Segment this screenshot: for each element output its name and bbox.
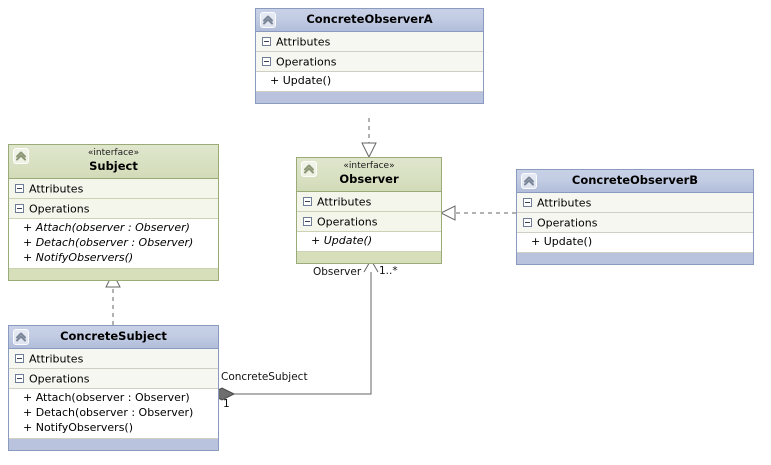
collapse-minus-icon[interactable]: [15, 203, 24, 213]
attributes-label: Attributes: [537, 196, 592, 210]
class-header-concreteobserverb: ConcreteObserverB: [517, 170, 753, 193]
relationship-realization-concreteobservera[interactable]: [361, 118, 377, 159]
class-footer-subject: [9, 269, 218, 280]
operation-item: + Attach(observer : Observer): [23, 391, 190, 404]
operation-item: + NotifyObservers(): [23, 251, 134, 264]
chevron-double-up-icon[interactable]: [521, 173, 537, 189]
class-box-subject[interactable]: «interface» Subject Attributes Operation…: [8, 144, 219, 281]
class-box-concretesubject[interactable]: ConcreteSubject Attributes Operations + …: [8, 325, 219, 451]
operation-item: + Detach(observer : Observer): [23, 236, 194, 249]
operation-item: + Detach(observer : Observer): [23, 406, 194, 419]
operations-compartment-concreteobservera[interactable]: Operations: [256, 52, 483, 72]
collapse-minus-icon[interactable]: [303, 216, 312, 226]
association-multiplicity-label-concretesubject: 1: [223, 398, 230, 410]
association-multiplicity-label-observer: 1..*: [379, 265, 398, 277]
class-footer-concreteobserverb: [517, 253, 753, 264]
operations-compartment-concretesubject[interactable]: Operations: [9, 369, 218, 389]
attributes-label: Attributes: [29, 352, 84, 366]
class-footer-concretesubject: [9, 439, 218, 450]
attributes-compartment-concreteobservera[interactable]: Attributes: [256, 32, 483, 52]
attributes-compartment-concreteobserverb[interactable]: Attributes: [517, 193, 753, 213]
class-name-observer: Observer: [339, 172, 399, 186]
chevron-double-up-icon[interactable]: [260, 12, 276, 28]
operations-list-concretesubject: + Attach(observer : Observer) + Detach(o…: [9, 389, 218, 439]
collapse-minus-icon[interactable]: [15, 353, 24, 363]
operation-item: + Update(): [311, 234, 373, 247]
class-box-observer[interactable]: «interface» Observer Attributes Operatio…: [296, 157, 442, 264]
class-name-concretesubject: ConcreteSubject: [60, 329, 167, 343]
class-header-concretesubject: ConcreteSubject: [9, 326, 218, 349]
class-header-subject: «interface» Subject: [9, 145, 218, 179]
operations-list-concreteobservera: + Update(): [256, 72, 483, 92]
collapse-minus-icon[interactable]: [523, 217, 532, 227]
attributes-compartment-subject[interactable]: Attributes: [9, 179, 218, 199]
chevron-double-up-icon[interactable]: [301, 161, 317, 177]
collapse-minus-icon[interactable]: [303, 196, 312, 206]
operations-list-concreteobserverb: + Update(): [517, 233, 753, 253]
operations-compartment-concreteobserverb[interactable]: Operations: [517, 213, 753, 233]
chevron-double-up-icon[interactable]: [13, 329, 29, 345]
attributes-label: Attributes: [276, 35, 331, 49]
class-box-concreteobserverb[interactable]: ConcreteObserverB Attributes Operations …: [516, 169, 754, 265]
class-name-subject: Subject: [89, 159, 138, 173]
hollow-triangle-arrowhead-a: [361, 142, 377, 159]
chevron-double-up-icon[interactable]: [13, 148, 29, 164]
operation-item: + NotifyObservers(): [23, 421, 134, 434]
collapse-minus-icon[interactable]: [262, 56, 271, 66]
hollow-triangle-arrowhead-b: [439, 205, 456, 221]
attributes-label: Attributes: [29, 182, 84, 196]
operations-label: Operations: [29, 202, 90, 216]
association-role-label-concretesubject: ConcreteSubject: [221, 371, 308, 383]
class-footer-observer: [297, 252, 441, 263]
collapse-minus-icon[interactable]: [15, 373, 24, 383]
association-role-label-observer: Observer: [313, 266, 362, 278]
stereotype-label-subject: «interface»: [87, 148, 140, 158]
operations-label: Operations: [276, 55, 337, 69]
class-header-concreteobservera: ConcreteObserverA: [256, 9, 483, 32]
attributes-compartment-observer[interactable]: Attributes: [297, 192, 441, 212]
stereotype-label-observer: «interface»: [343, 161, 395, 171]
operations-label: Operations: [29, 372, 90, 386]
operations-compartment-observer[interactable]: Operations: [297, 212, 441, 232]
operation-item: + Attach(observer : Observer): [23, 221, 190, 234]
operations-label: Operations: [537, 216, 598, 230]
operations-compartment-subject[interactable]: Operations: [9, 199, 218, 219]
relationship-realization-concreteobserverb[interactable]: [439, 205, 516, 221]
operation-item: + Update(): [270, 74, 332, 87]
operations-list-observer: + Update(): [297, 232, 441, 252]
collapse-minus-icon[interactable]: [15, 183, 24, 193]
class-footer-concreteobservera: [256, 92, 483, 103]
operations-list-subject: + Attach(observer : Observer) + Detach(o…: [9, 219, 218, 269]
class-header-observer: «interface» Observer: [297, 158, 441, 192]
attributes-compartment-concretesubject[interactable]: Attributes: [9, 349, 218, 369]
collapse-minus-icon[interactable]: [262, 36, 271, 46]
operations-label: Operations: [317, 215, 378, 229]
collapse-minus-icon[interactable]: [523, 197, 532, 207]
attributes-label: Attributes: [317, 195, 372, 209]
class-name-concreteobserverb: ConcreteObserverB: [571, 173, 699, 187]
operation-item: + Update(): [531, 235, 593, 248]
class-box-concreteobservera[interactable]: ConcreteObserverA Attributes Operations …: [255, 8, 484, 104]
class-name-concreteobservera: ConcreteObserverA: [306, 12, 433, 26]
